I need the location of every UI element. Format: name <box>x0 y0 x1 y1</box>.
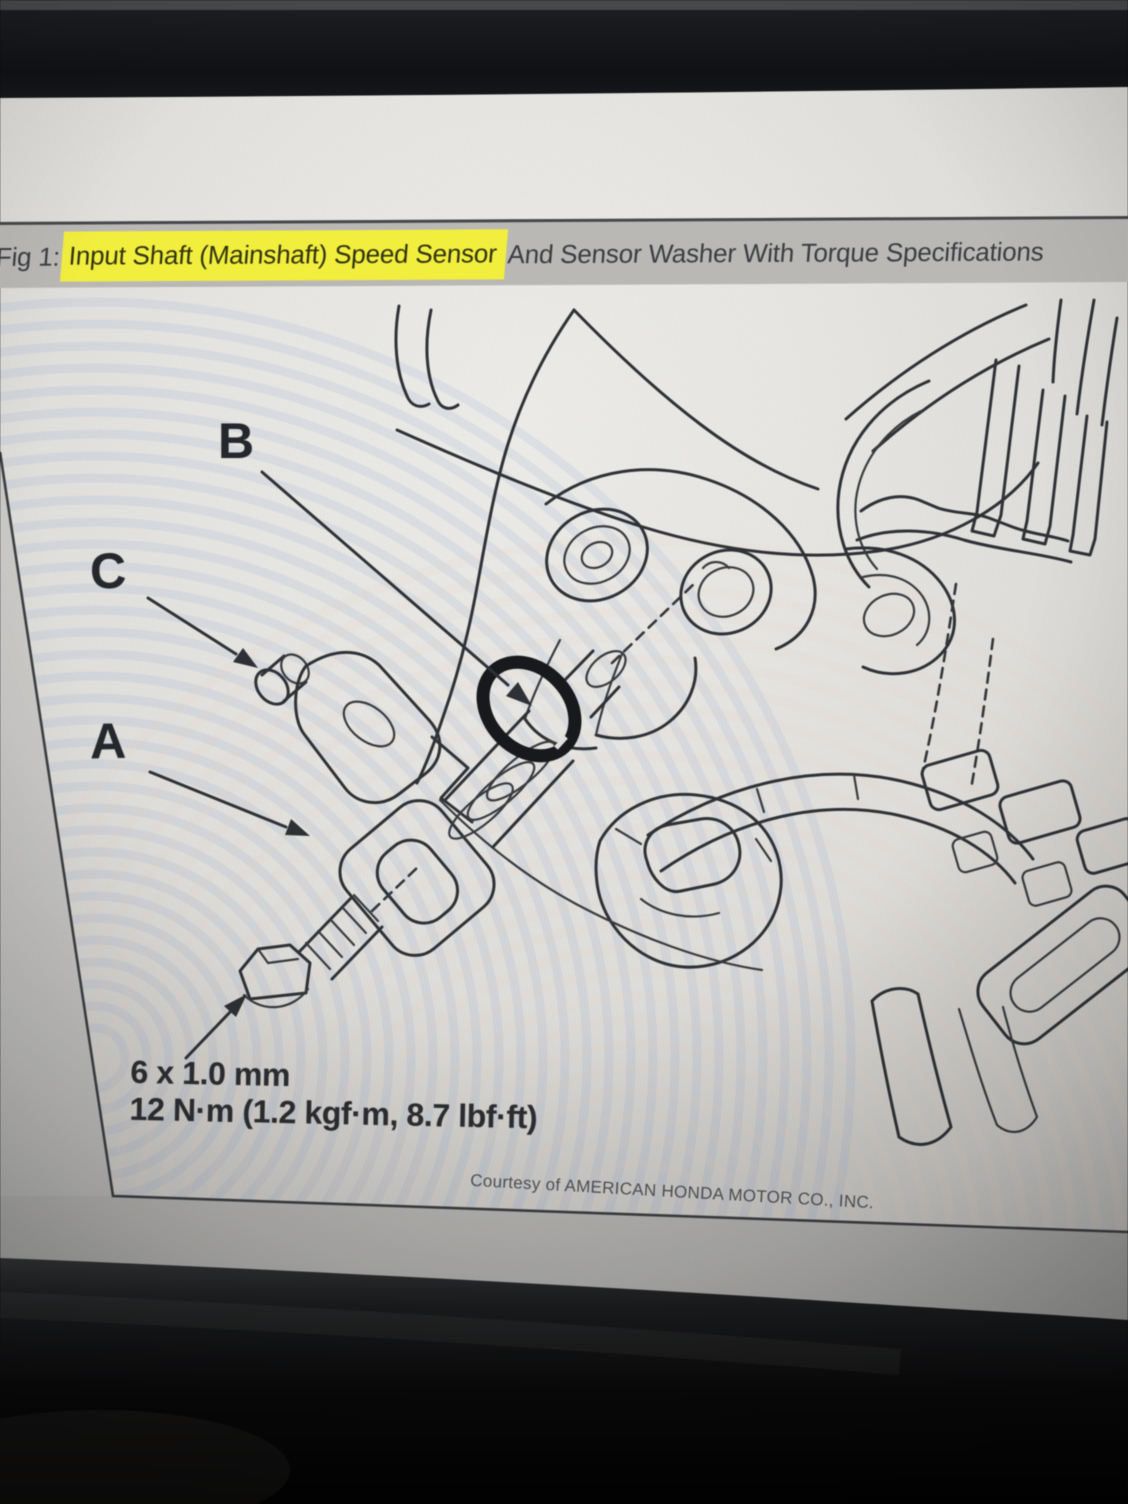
transmission-case-art <box>394 298 1128 1146</box>
monitor-bottom-bezel <box>0 1258 1128 1504</box>
arrow-b-head <box>506 682 532 706</box>
figure-caption: Fig 1: Input Shaft (Mainshaft) Speed Sen… <box>0 226 1046 282</box>
callout-label-c: C <box>89 542 128 600</box>
torque-spec-note: 6 x 1.0 mm 12 N·m (1.2 kgf·m, 8.7 lbf·ft… <box>129 1054 538 1137</box>
figure-caption-bar: Fig 1: Input Shaft (Mainshaft) Speed Sen… <box>0 216 1128 288</box>
arrow-c-head <box>233 648 258 668</box>
callout-arrows <box>146 470 532 1060</box>
arrow-a-head <box>285 819 310 836</box>
speed-sensor-assembly-art <box>238 579 699 1009</box>
monitor-top-bezel <box>0 0 1128 98</box>
figure-box-border <box>0 451 1128 1234</box>
figure-caption-rest: And Sensor Washer With Torque Specificat… <box>506 235 1045 269</box>
callout-label-b: B <box>218 413 255 469</box>
moire-pattern-blue <box>0 297 856 1232</box>
figure-caption-highlighted-text: Input Shaft (Mainshaft) Speed Sensor <box>59 228 508 282</box>
callout-label-a: A <box>89 712 127 770</box>
page-margin-bottom <box>0 1196 1128 1326</box>
figure-caption-prefix: Fig 1: <box>0 240 62 271</box>
arrow-bolt-head <box>224 994 247 1017</box>
